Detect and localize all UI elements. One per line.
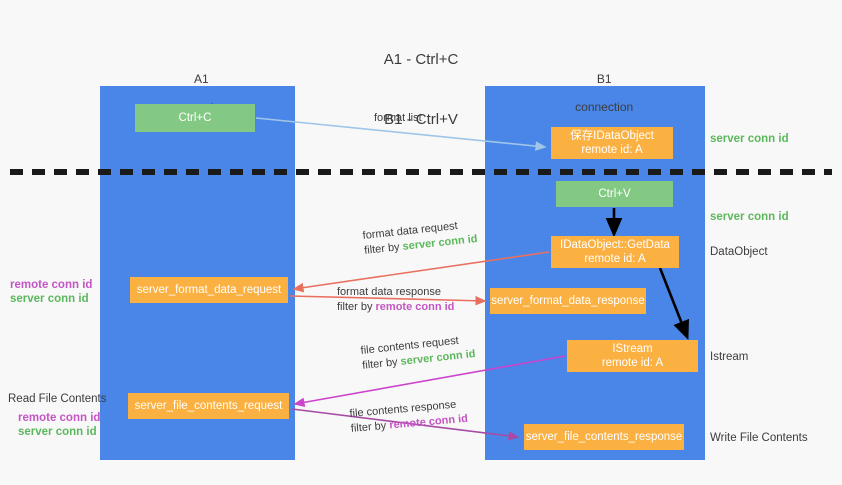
note-istream: Istream [710, 351, 749, 363]
node-getdata-line2: remote id: A [584, 253, 646, 265]
column-b1-name: B1 [596, 72, 612, 86]
node-ctrl-v[interactable]: Ctrl+V [556, 181, 673, 207]
node-idataobject-line1: 保存IDataObject [570, 130, 654, 142]
note-server-conn-id-mid: server conn id [710, 211, 789, 223]
node-idataobject[interactable]: 保存IDataObject remote id: A [551, 127, 673, 159]
column-b1-sub: connection [575, 100, 634, 114]
node-server-file-contents-request-label: server_file_contents_request [134, 400, 283, 412]
node-idataobject-getdata[interactable]: IDataObject::GetData remote id: A [551, 236, 679, 268]
title-line-2: B1 - Ctrl+V [384, 111, 458, 128]
node-server-format-data-response[interactable]: server_format_data_response [490, 288, 646, 314]
column-a1-name: A1 [194, 72, 209, 86]
note-server-conn-id-lower: server conn id [18, 426, 97, 438]
node-istream[interactable]: IStream remote id: A [567, 340, 698, 372]
filter-by-remote-conn-id-4: remote conn id [388, 412, 469, 432]
node-getdata-line1: IDataObject::GetData [560, 239, 670, 251]
node-istream-line1: IStream [612, 343, 653, 355]
note-remote-conn-id-lower: remote conn id [18, 412, 101, 424]
filter-by-label-1: filter by [363, 241, 401, 257]
filter-by-remote-conn-id-2: remote conn id [375, 301, 455, 313]
node-server-format-data-response-label: server_format_data_response [491, 295, 645, 307]
node-server-format-data-request-label: server_format_data_request [136, 284, 282, 296]
note-write-file-contents: Write File Contents [710, 432, 808, 444]
note-conn-ids-upper: remote conn id server conn id [10, 278, 92, 306]
edge-label-format-data-request: format data request filter by server con… [362, 217, 478, 259]
node-ctrl-c-label: Ctrl+C [178, 112, 212, 124]
page-title: A1 - Ctrl+C B1 - Ctrl+V [0, 10, 842, 170]
node-ctrl-v-label: Ctrl+V [598, 188, 631, 200]
node-server-format-data-request[interactable]: server_format_data_request [130, 277, 288, 303]
note-read-file-contents: Read File Contents [8, 393, 107, 405]
node-server-file-contents-response-label: server_file_contents_response [525, 431, 683, 443]
node-server-file-contents-response[interactable]: server_file_contents_response [524, 424, 684, 450]
edge-label-format-data-response-text: format data response [337, 286, 441, 298]
column-header-b1: B1 connection [485, 58, 710, 128]
edge-label-format-data-response: format data response filter by remote co… [337, 285, 454, 315]
node-istream-line2: remote id: A [601, 357, 664, 369]
title-line-1: A1 - Ctrl+C [383, 51, 459, 68]
note-conn-ids-lower: remote conn id server conn id [18, 411, 100, 439]
filter-by-label-4: filter by [350, 419, 387, 435]
filter-by-label-2: filter by [337, 301, 373, 313]
node-server-file-contents-request[interactable]: server_file_contents_request [128, 393, 289, 419]
filter-by-label-3: filter by [361, 356, 399, 372]
note-dataobject: DataObject [710, 246, 768, 258]
edge-label-file-contents-response: file contents response filter by remote … [349, 397, 469, 437]
edge-label-file-contents-request: file contents request filter by server c… [360, 332, 476, 374]
note-remote-conn-id-upper: remote conn id [10, 279, 93, 291]
note-server-conn-id-upper: server conn id [10, 293, 89, 305]
node-ctrl-c[interactable]: Ctrl+C [135, 104, 255, 132]
edge-label-format-list: format list [374, 112, 422, 124]
note-server-conn-id-top: server conn id [710, 133, 789, 145]
node-idataobject-line2: remote id: A [581, 144, 643, 156]
